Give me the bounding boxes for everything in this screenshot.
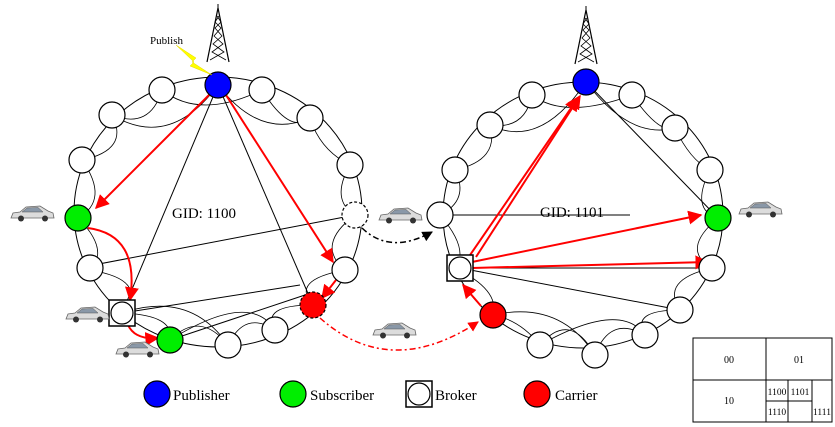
- gid-cell-1110: 1110: [768, 408, 787, 418]
- broker-node: [331, 256, 359, 284]
- tower-icon: [574, 5, 598, 65]
- car-icon: [378, 207, 423, 224]
- gid-cell-00: 00: [724, 355, 734, 366]
- broker-node: [441, 156, 469, 184]
- legend-publisher-swatch: [143, 380, 171, 408]
- inter-ring-links: [319, 227, 479, 351]
- broker-node: [68, 146, 96, 174]
- legend: Publisher Subscriber Broker Carrier: [143, 380, 597, 408]
- broker-node: [296, 104, 324, 132]
- legend-broker-label: Broker: [435, 388, 477, 404]
- broker-node: [618, 81, 646, 109]
- car-icon: [115, 341, 160, 358]
- broker-node: [666, 296, 694, 324]
- ring-right-paths: [462, 94, 710, 307]
- broker-node: [248, 76, 276, 104]
- legend-subscriber-label: Subscriber: [310, 388, 374, 404]
- ring-left-nodes: [64, 71, 369, 359]
- legend-carrier-label: Carrier: [555, 388, 597, 404]
- gid-cell-10: 10: [724, 396, 734, 407]
- gid-cell-01: 01: [794, 355, 804, 366]
- broker-node: [476, 111, 504, 139]
- subscriber-node: [64, 204, 92, 232]
- publisher-node: [204, 71, 232, 99]
- ring-left-paths: [87, 91, 337, 347]
- legend-subscriber-swatch: [279, 380, 307, 408]
- gid-right: GID: 1101: [540, 205, 604, 221]
- broker-node: [76, 254, 104, 282]
- publish-label: Publish: [150, 35, 184, 47]
- legend-broker-swatch: [407, 382, 431, 406]
- carrier-node: [299, 291, 327, 319]
- gid-cell-1100: 1100: [768, 388, 787, 398]
- broker-node: [98, 101, 126, 129]
- carrier-node: [479, 301, 507, 329]
- subscriber-node: [704, 204, 732, 232]
- broker-node: [448, 256, 472, 280]
- publish-bolt-icon: [175, 44, 213, 76]
- broker-node: [110, 301, 134, 325]
- broker-node: [661, 114, 689, 142]
- broker-node: [426, 201, 454, 229]
- gid-left: GID: 1100: [172, 206, 236, 222]
- broker-node: [581, 341, 609, 369]
- car-icon: [10, 205, 55, 222]
- ring-left: GID: 1100: [64, 71, 369, 359]
- broker-node: [696, 156, 724, 184]
- broker-node: [518, 81, 546, 109]
- car-icon: [372, 322, 417, 339]
- gid-cell-1111: 1111: [813, 408, 831, 418]
- ring-right-nodes: [426, 68, 732, 369]
- broker-node: [336, 151, 364, 179]
- broker-node: [631, 321, 659, 349]
- car-icon: [738, 201, 783, 218]
- tower-icon: [206, 3, 230, 63]
- legend-carrier-swatch: [523, 380, 551, 408]
- broker-node: [148, 76, 176, 104]
- broker-node: [214, 331, 242, 359]
- car-icon: [65, 306, 110, 323]
- ring-right: GID: 1101: [426, 68, 732, 369]
- broker-node: [526, 331, 554, 359]
- legend-publisher-label: Publisher: [173, 388, 230, 404]
- departing-node: [341, 201, 369, 229]
- gid-table: [692, 337, 833, 423]
- publisher-node: [572, 68, 600, 96]
- subscriber-node: [156, 326, 184, 354]
- broker-node: [261, 316, 289, 344]
- gid-cell-1101: 1101: [791, 388, 810, 398]
- broker-node: [698, 254, 726, 282]
- handover-link: [361, 227, 433, 244]
